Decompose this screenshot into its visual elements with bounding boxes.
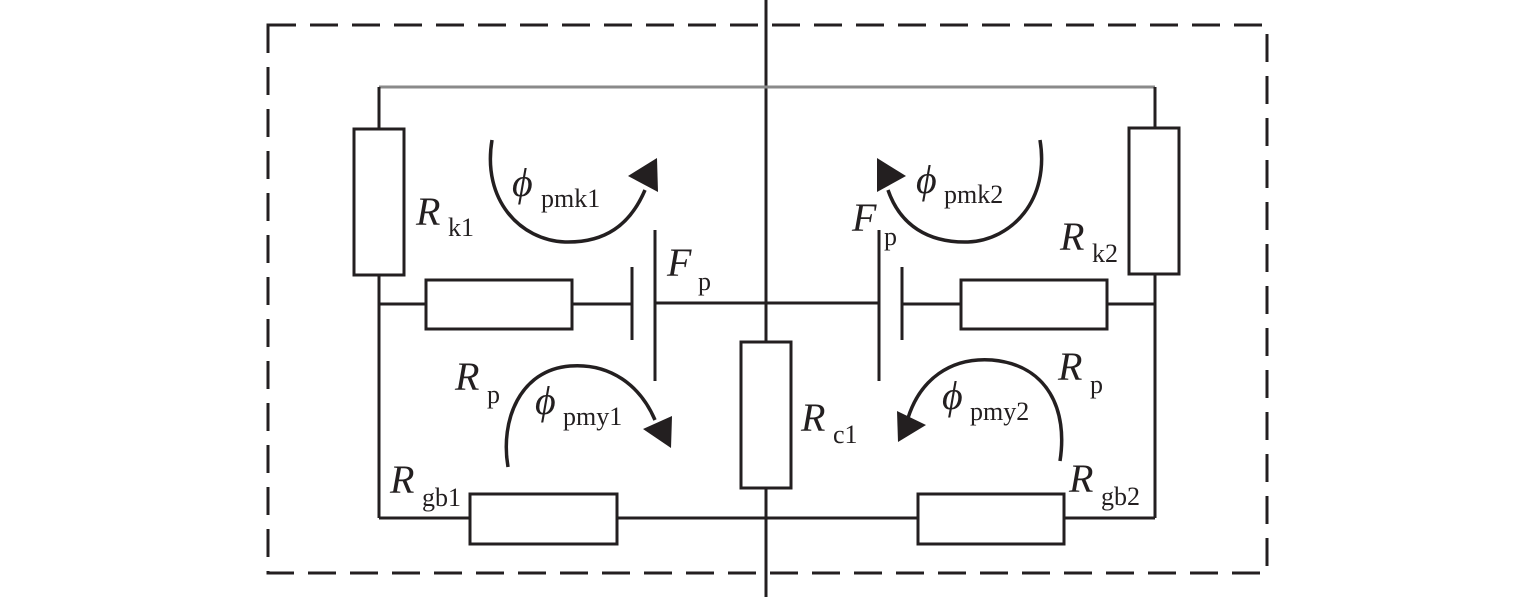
svg-text:F: F — [851, 195, 877, 240]
label-phi-pmk1: ϕ pmk1 — [512, 160, 600, 213]
svg-text:pmk2: pmk2 — [944, 180, 1003, 209]
label-phi-pmy2: ϕ pmy2 — [942, 373, 1029, 426]
svg-text:R: R — [800, 395, 825, 440]
svg-text:k2: k2 — [1092, 239, 1118, 268]
svg-text:c1: c1 — [833, 420, 858, 449]
label-fp-right: F p — [851, 195, 897, 251]
svg-text:R: R — [1068, 456, 1093, 501]
resistor-rk2 — [1127, 126, 1181, 276]
arrowhead-icon — [877, 158, 906, 192]
flux-arrow-pmk1 — [488, 139, 658, 244]
arrowhead-icon — [643, 416, 672, 448]
svg-text:R: R — [454, 354, 479, 399]
arrowhead-icon — [628, 158, 658, 192]
svg-text:p: p — [884, 222, 897, 251]
svg-text:ϕ: ϕ — [535, 378, 556, 423]
resistor-rp-right — [959, 278, 1109, 331]
label-rc1: R c1 — [800, 395, 858, 449]
label-rk1: R k1 — [415, 189, 474, 242]
resistor-rgb2 — [916, 492, 1066, 546]
label-phi-pmk2: ϕ pmk2 — [916, 157, 1003, 209]
label-rp-right: R p — [1057, 344, 1103, 399]
arrowhead-icon — [897, 411, 926, 442]
label-rp-left: R p — [454, 354, 500, 409]
svg-text:pmy2: pmy2 — [970, 397, 1029, 426]
flux-arrow-pmy2 — [897, 358, 1064, 462]
svg-text:k1: k1 — [448, 213, 474, 242]
label-rgb2: R gb2 — [1068, 456, 1140, 511]
flux-arrow-pmy1 — [504, 364, 672, 468]
svg-text:R: R — [389, 457, 414, 502]
svg-text:ϕ: ϕ — [942, 373, 963, 418]
label-rk2: R k2 — [1059, 214, 1118, 268]
svg-text:pmy1: pmy1 — [563, 402, 622, 431]
resistor-rc1 — [739, 340, 793, 490]
resistor-rgb1 — [468, 492, 619, 546]
dashed-boundary — [266, 23, 1269, 575]
label-rgb1: R gb1 — [389, 457, 461, 512]
svg-text:pmk1: pmk1 — [541, 184, 600, 213]
svg-text:ϕ: ϕ — [916, 157, 937, 202]
svg-text:p: p — [487, 380, 500, 409]
svg-text:F: F — [666, 240, 692, 285]
svg-text:R: R — [1057, 344, 1082, 389]
svg-text:ϕ: ϕ — [512, 160, 533, 205]
flux-arrow-pmk2 — [877, 139, 1044, 244]
resistor-rp-left — [424, 278, 574, 331]
label-fp-left: F p — [666, 240, 711, 296]
svg-text:gb1: gb1 — [422, 483, 461, 512]
resistor-rk1 — [352, 127, 406, 277]
label-phi-pmy1: ϕ pmy1 — [535, 378, 622, 431]
svg-text:gb2: gb2 — [1101, 482, 1140, 511]
svg-text:p: p — [1090, 370, 1103, 399]
svg-text:R: R — [1059, 214, 1084, 259]
svg-text:p: p — [698, 267, 711, 296]
svg-text:R: R — [415, 189, 440, 234]
